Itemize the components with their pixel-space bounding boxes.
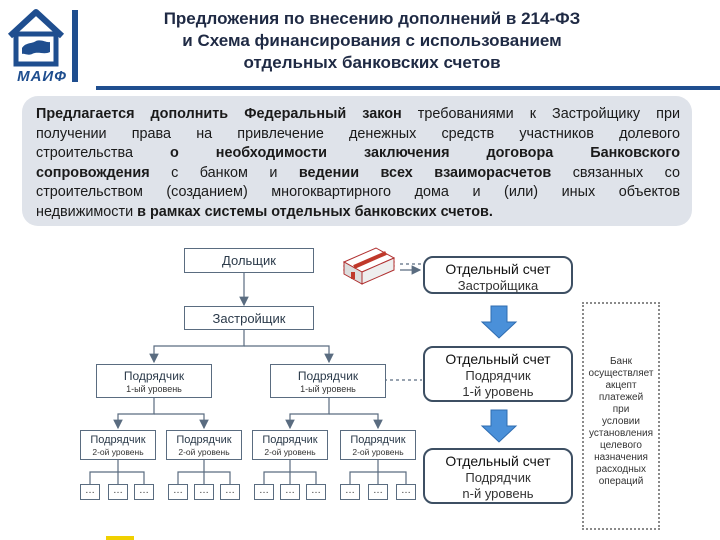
title-line: Предложения по внесению дополнений в 214… [163,9,581,28]
proposal-box: Предлагается дополнить Федеральный закон… [22,96,692,226]
proposal-text: . [488,203,493,220]
account-owner: Подрядчик [465,368,531,383]
leaf-box: … [134,484,154,500]
proposal-text: с банком и [171,164,278,181]
account-owner: Застройщика [457,278,539,293]
contractor-label: Подрядчик [297,368,359,383]
zastroyshik-box: Застройщик [184,306,314,330]
title-divider [96,86,720,90]
proposal-line: получении права на привлечение денежных … [36,125,680,142]
contractor-level2-box: Подрядчик 2-ой уровень [80,430,156,460]
zastroyshik-label: Застройщик [212,310,286,326]
leaf-box: … [396,484,416,500]
proposal-line: сопровождения с банком и ведении всех вз… [36,164,680,184]
level-label: 1-ый уровень [126,383,182,394]
contractor-level2-box: Подрядчик 2-ой уровень [340,430,416,460]
dolshik-label: Дольщик [222,253,276,268]
accent-mark [106,536,134,540]
proposal-text: связанных со [572,164,681,181]
dolshik-box: Дольщик [184,248,314,273]
account-level: 1-й уровень [462,384,534,399]
proposal-bold-text: ведении всех взаиморасчетов [298,164,552,181]
level-label: 2-ой уровень [352,446,404,457]
proposal-text: недвижимости [36,203,134,220]
leaf-box: … [80,484,100,500]
leaf-box: … [194,484,214,500]
contractor-level2-box: Подрядчик 2-ой уровень [252,430,328,460]
account-box: Отдельный счет Подрядчик n-й уровень [423,448,573,504]
title-line: отдельных банковских счетов [243,53,501,72]
contractor-level1-box: Подрядчик 1-ый уровень [96,364,212,398]
contractor-label: Подрядчик [123,368,185,383]
level-label: 2-ой уровень [92,446,144,457]
proposal-bold-text: сопровождения [36,164,150,181]
account-level: n-й уровень [462,486,534,501]
money-stack-icon [342,247,396,285]
proposal-line: недвижимости в рамках системы отдельных … [36,203,680,223]
level-label: 1-ый уровень [300,383,356,394]
leaf-box: … [108,484,128,500]
leaf-box: … [220,484,240,500]
account-title: Отдельный счет [445,261,551,277]
proposal-text: требованиями к Застройщику при [417,106,680,122]
account-title: Отдельный счет [445,453,551,469]
contractor-label: Подрядчик [90,433,146,446]
contractor-level1-box: Подрядчик 1-ый уровень [270,364,386,398]
leaf-box: … [340,484,360,500]
leaf-box: … [306,484,326,500]
account-owner: Подрядчик [465,470,531,485]
leaf-box: … [168,484,188,500]
leaf-box: … [280,484,300,500]
page-title: Предложения по внесению дополнений в 214… [92,8,652,74]
level-label: 2-ой уровень [264,446,316,457]
leaf-box: … [254,484,274,500]
logo-text: МАИФ [17,68,67,85]
proposal-bold-text: в рамках системы отдельных банковских сч… [137,203,489,220]
logo-divider [72,10,78,82]
bank-note-text: Банк осуществляет акцепт платежей при ус… [588,356,654,487]
contractor-label: Подрядчик [350,433,406,446]
contractor-label: Подрядчик [176,433,232,446]
leaf-box: … [368,484,388,500]
proposal-bold-text: о необходимости заключения договора Банк… [169,145,681,162]
level-label: 2-ой уровень [178,446,230,457]
contractor-label: Подрядчик [262,433,318,446]
logo: МАИФ [4,6,76,86]
account-title: Отдельный счет [445,351,551,367]
bank-note-box: Банк осуществляет акцепт платежей при ус… [582,302,660,530]
house-map-icon [7,9,65,67]
account-box: Отдельный счет Застройщика [423,256,573,294]
proposal-bold-text: Предлагается дополнить Федеральный закон [36,106,402,122]
account-box: Отдельный счет Подрядчик 1-й уровень [423,346,573,402]
title-line: и Схема финансирования с использованием [182,31,562,50]
proposal-line: строительством (созданием) многоквартирн… [36,184,680,201]
proposal-line: строительства о необходимости заключения… [36,144,680,164]
proposal-text: строительства [36,145,133,162]
contractor-level2-box: Подрядчик 2-ой уровень [166,430,242,460]
proposal-line: Предлагается дополнить Федеральный закон… [36,105,680,125]
